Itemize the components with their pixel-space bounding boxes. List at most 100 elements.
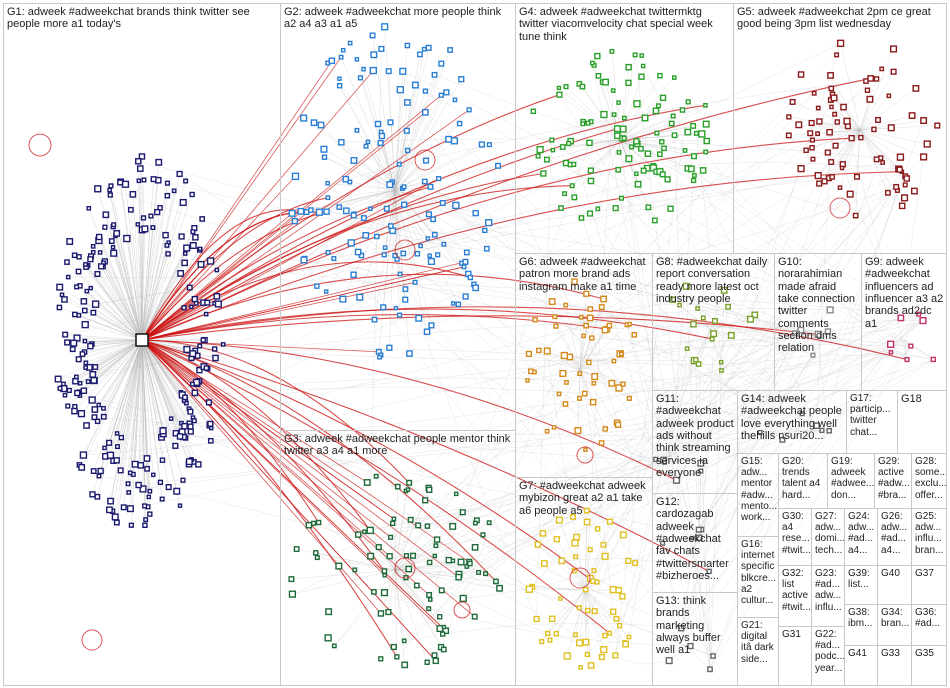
node	[422, 497, 429, 504]
node	[61, 296, 68, 303]
edge	[890, 339, 906, 353]
node	[595, 206, 601, 212]
edge	[133, 339, 143, 475]
node	[387, 223, 394, 229]
node	[616, 150, 622, 155]
node	[698, 130, 706, 138]
node	[534, 541, 542, 548]
node	[692, 356, 699, 363]
edge	[817, 334, 830, 431]
node	[633, 138, 640, 145]
node	[591, 373, 599, 381]
node	[573, 632, 579, 638]
edge	[394, 555, 435, 571]
edge	[141, 339, 181, 437]
edge	[695, 359, 700, 538]
edge	[430, 186, 823, 431]
edge	[584, 562, 636, 591]
node	[315, 208, 324, 216]
node	[574, 427, 582, 435]
node	[425, 211, 433, 218]
node	[548, 298, 556, 306]
node	[184, 400, 189, 406]
node	[896, 153, 905, 161]
node	[443, 89, 450, 96]
node	[90, 376, 98, 384]
edge	[144, 317, 901, 507]
node	[457, 558, 465, 566]
node	[88, 285, 93, 291]
edge	[859, 115, 913, 131]
edge	[58, 317, 704, 380]
edge	[570, 139, 621, 165]
node	[875, 117, 881, 123]
node	[62, 392, 68, 398]
node	[709, 336, 715, 342]
edge	[141, 281, 416, 341]
edge	[94, 417, 665, 463]
node	[164, 242, 170, 248]
edge	[689, 554, 710, 572]
node	[786, 114, 792, 120]
node	[83, 360, 89, 366]
node	[80, 298, 88, 305]
edge	[109, 339, 143, 510]
edge	[141, 339, 187, 350]
edge	[115, 339, 143, 518]
node	[594, 526, 601, 532]
edge	[619, 139, 671, 209]
node	[684, 128, 692, 136]
edge	[701, 320, 716, 530]
node	[365, 139, 371, 145]
edge	[141, 339, 162, 438]
edge	[626, 324, 665, 463]
group-label-g15: G15: adw... mentor #adw... mento... work…	[741, 456, 778, 523]
node	[795, 121, 803, 129]
node	[325, 249, 331, 255]
node	[803, 147, 809, 154]
edge	[569, 344, 911, 358]
node	[695, 534, 703, 542]
node	[191, 389, 199, 397]
node	[352, 567, 358, 573]
node	[422, 88, 429, 94]
edge	[546, 139, 621, 160]
edge	[394, 164, 400, 191]
node	[912, 84, 920, 92]
node	[896, 166, 903, 173]
node	[207, 420, 214, 427]
node	[807, 130, 814, 137]
node	[486, 142, 492, 148]
edge	[579, 369, 619, 425]
edge	[394, 189, 429, 239]
edge	[141, 104, 706, 341]
node	[571, 539, 579, 547]
node	[79, 451, 88, 459]
node	[579, 83, 586, 90]
node	[633, 100, 641, 108]
edge	[141, 339, 379, 353]
edge	[141, 56, 342, 341]
edge	[556, 589, 586, 634]
edge	[140, 339, 143, 466]
edge	[664, 121, 848, 463]
node	[586, 210, 594, 217]
edge	[326, 189, 396, 292]
node	[785, 132, 792, 139]
node	[59, 292, 65, 298]
edge	[141, 339, 163, 500]
node	[388, 534, 394, 540]
edge	[617, 317, 901, 423]
node	[797, 326, 805, 334]
node	[69, 346, 76, 353]
edge	[692, 413, 803, 539]
node	[495, 162, 502, 169]
edge	[141, 111, 426, 341]
edge	[292, 569, 396, 595]
edge	[141, 339, 148, 459]
group-box-g8: G8: #adweekchat daily report conversatio…	[652, 253, 775, 391]
node	[136, 178, 142, 184]
node	[151, 472, 156, 478]
node	[858, 134, 864, 141]
node	[342, 207, 350, 215]
